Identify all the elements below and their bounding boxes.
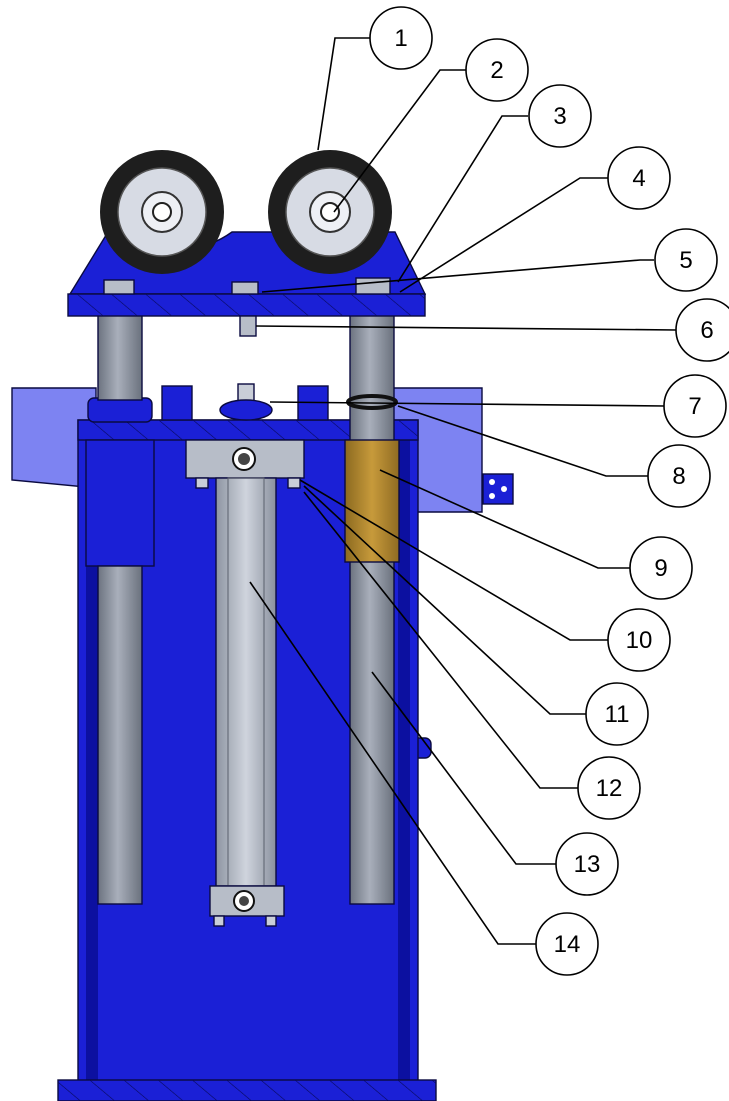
callout-10: 10 [607,608,671,672]
leader-2 [333,69,466,213]
callout-circle-10 [607,608,671,672]
wheel-right [268,150,392,274]
leader-3 [397,115,528,283]
pin-below-plate [239,315,257,337]
callout-label-14: 14 [554,931,581,958]
leader-12 [303,491,578,789]
callout-3: 3 [528,84,592,148]
leader-5 [261,259,654,293]
guide-posts [97,313,400,905]
callout-circle-14 [535,912,599,976]
callout-2: 2 [465,38,529,102]
callout-5: 5 [654,228,718,292]
nut-center [231,281,259,295]
callout-12: 12 [577,756,641,820]
housing-wings [11,387,514,759]
cylinder-barrel [215,477,277,887]
callout-label-8: 8 [672,463,685,490]
callout-label-4: 4 [632,165,645,192]
callout-label-11: 11 [605,701,630,728]
callout-circle-12 [577,756,641,820]
leader-8 [397,405,648,477]
callout-13: 13 [555,832,619,896]
callout-circle-6 [675,298,729,362]
left-guide-housing [85,439,155,567]
callout-label-13: 13 [574,851,601,878]
leader-7 [269,401,665,407]
callout-label-7: 7 [688,393,701,420]
callout-circle-11 [585,682,649,746]
callout-circle-2 [465,38,529,102]
callout-label-3: 3 [553,103,566,130]
callout-circle-4 [607,146,671,210]
bronze-bushing [344,439,400,563]
leader-9 [379,469,630,569]
callout-1: 1 [369,6,433,70]
callout-7: 7 [663,374,727,438]
callout-label-9: 9 [654,555,667,582]
callout-label-1: 1 [394,25,407,52]
callout-circle-5 [654,228,718,292]
leader-4 [399,177,608,293]
leader-lines [249,37,677,945]
callout-circle-13 [555,832,619,896]
callout-circle-1 [369,6,433,70]
leader-11 [303,485,586,715]
right-post [349,313,395,905]
leader-6 [255,325,677,331]
callout-label-6: 6 [700,317,713,344]
leader-1 [317,37,370,151]
nut-right [355,277,391,295]
callout-circle-9 [629,536,693,600]
callout-4: 4 [607,146,671,210]
leader-13 [371,671,556,865]
callout-circle-3 [528,84,592,148]
left-guide-collar [87,397,153,423]
callout-label-5: 5 [679,247,692,274]
callout-label-10: 10 [626,627,653,654]
leader-10 [299,479,608,641]
leader-14 [249,581,536,945]
nut-left [103,279,135,295]
callout-8: 8 [647,444,711,508]
left-post-lower [97,565,143,905]
callout-11: 11 [585,682,649,746]
wheel-left [100,150,224,274]
callout-14: 14 [535,912,599,976]
callout-6: 6 [675,298,729,362]
callout-circle-7 [663,374,727,438]
callout-circle-8 [647,444,711,508]
callout-label-2: 2 [490,57,503,84]
left-post-upper [97,313,143,401]
callout-9: 9 [629,536,693,600]
callout-label-12: 12 [596,775,623,802]
hydraulic-cylinder [185,383,305,927]
right-side-connector [482,473,514,505]
top-lug-left [161,385,193,421]
